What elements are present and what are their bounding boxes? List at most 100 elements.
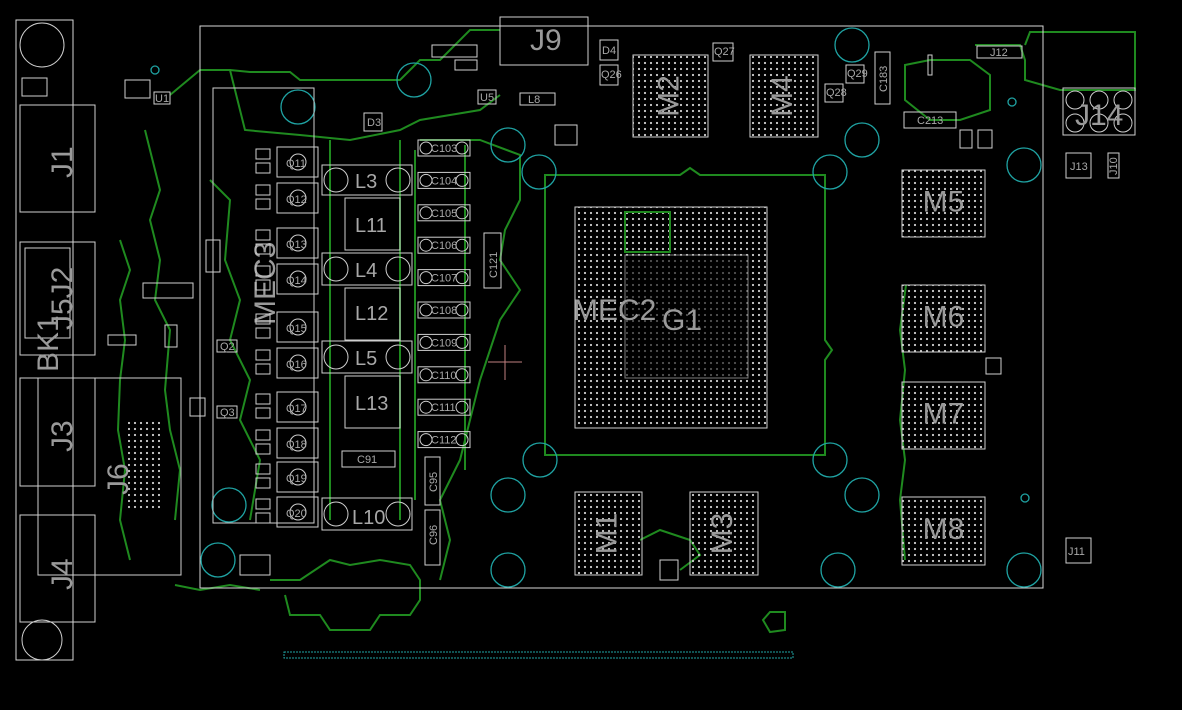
mosfet-label: Q17 xyxy=(286,403,307,415)
connector-j13[interactable]: J13 xyxy=(1065,152,1092,179)
origin-crosshair xyxy=(488,345,522,380)
c183-label: C183 xyxy=(878,66,890,92)
capacitor-c183[interactable]: C183 xyxy=(874,51,891,105)
gpu-g1[interactable]: MEC2 G1 xyxy=(573,206,768,429)
inductor-l13[interactable]: L13 xyxy=(344,375,401,429)
mosfet-q17[interactable]: Q17 xyxy=(255,391,319,423)
memory-chip-m6[interactable]: M6 xyxy=(901,284,986,353)
connector-j4[interactable]: J4 xyxy=(19,514,96,623)
j10-label: J10 xyxy=(1108,157,1120,175)
connector-j2-j5[interactable]: J5J2 xyxy=(19,241,96,356)
inductor-l5[interactable]: L5 xyxy=(321,340,413,374)
mosfet-q11[interactable]: Q11 xyxy=(255,146,319,178)
j3-label: J3 xyxy=(46,420,79,452)
memory-chip-m4[interactable]: M4 xyxy=(749,54,819,138)
mosfet-q20[interactable]: Q20 xyxy=(255,496,319,528)
capacitor-c213[interactable]: C213 xyxy=(903,111,957,129)
capacitor-c106[interactable]: C106 xyxy=(417,236,471,254)
l8-label: L8 xyxy=(528,94,540,106)
mosfet-q13[interactable]: Q13 xyxy=(255,227,319,259)
capacitor-c91[interactable]: C91 xyxy=(341,450,396,468)
l12-label: L12 xyxy=(355,303,388,325)
g1-label: G1 xyxy=(662,304,702,337)
memory-label: M1 xyxy=(590,513,623,555)
capacitor-c121[interactable]: C121 xyxy=(483,232,502,289)
inductor-l3[interactable]: L3 xyxy=(321,164,413,196)
u5-label: U5 xyxy=(480,92,494,104)
q29-label: Q29 xyxy=(847,68,868,80)
memory-label: M6 xyxy=(923,300,965,333)
small-parts: D3 D4 U5 Q26 Q27 Q28 Q29 Q2 Q3 U1 L8 xyxy=(21,39,1002,581)
capacitor-label: C109 xyxy=(431,337,457,349)
memory-chip-m7[interactable]: M7 xyxy=(901,381,986,450)
q3-label: Q3 xyxy=(220,407,235,419)
inductor-l4[interactable]: L4 xyxy=(321,252,413,286)
copper-traces xyxy=(116,29,1136,634)
capacitor-c96[interactable]: C96 xyxy=(424,509,441,566)
connector-j9[interactable]: J9 xyxy=(499,16,589,66)
j6-label: J6 xyxy=(102,463,135,495)
d4-label: D4 xyxy=(602,45,616,57)
l3-label: L3 xyxy=(355,171,377,193)
mosfet-q14[interactable]: Q14 xyxy=(255,263,319,295)
memory-chip-m1[interactable]: M1 xyxy=(574,491,643,576)
capacitor-c95[interactable]: C95 xyxy=(424,456,441,506)
memory-chip-m2[interactable]: M2 xyxy=(632,54,709,138)
capacitor-label: C103 xyxy=(431,143,457,155)
io-bracket xyxy=(15,19,74,661)
capacitor-c112[interactable]: C112 xyxy=(417,431,471,449)
mosfet-q18[interactable]: Q18 xyxy=(255,427,319,459)
connector-j12[interactable]: J12 xyxy=(976,45,1023,59)
capacitor-c108[interactable]: C108 xyxy=(417,301,471,319)
mosfet-q12[interactable]: Q12 xyxy=(255,182,319,214)
j4-label: J4 xyxy=(46,558,79,590)
capacitor-c104[interactable]: C104 xyxy=(417,171,471,189)
inductor-l10[interactable]: L10 xyxy=(321,497,413,531)
capacitor-c103[interactable]: C103 xyxy=(417,139,471,157)
memory-chip-m3[interactable]: M3 xyxy=(689,491,759,576)
l4-label: L4 xyxy=(355,260,377,282)
mosfet-q19[interactable]: Q19 xyxy=(255,461,319,493)
mosfet-label: Q19 xyxy=(286,473,307,485)
inductor-l12[interactable]: L12 xyxy=(344,287,401,341)
connector-j10[interactable]: J10 xyxy=(1107,152,1120,179)
capacitor-label: C104 xyxy=(431,175,457,187)
memory-chip-m8[interactable]: M8 xyxy=(901,496,986,566)
inductor-l11[interactable]: L11 xyxy=(344,197,401,251)
connector-j6[interactable]: J6 xyxy=(37,377,182,576)
capacitor-c109[interactable]: C109 xyxy=(417,333,471,351)
j12-label: J12 xyxy=(990,47,1008,59)
mosfet-label: Q18 xyxy=(286,439,307,451)
capacitor-c111[interactable]: C111 xyxy=(417,398,471,416)
connector-j1[interactable]: J1 xyxy=(19,104,96,213)
board-outline xyxy=(199,25,1044,589)
capacitor-c105[interactable]: C105 xyxy=(417,204,471,222)
bk1-label: BK1 xyxy=(32,315,65,372)
mosfet-label: Q15 xyxy=(286,323,307,335)
capacitor-label: C107 xyxy=(431,273,457,285)
memory-chip-m5[interactable]: M5 xyxy=(901,169,986,238)
j1-label: J1 xyxy=(46,146,79,178)
memory-label: M3 xyxy=(706,513,739,555)
l11-label: L11 xyxy=(355,215,387,237)
mosfet-label: Q11 xyxy=(286,158,306,170)
connector-j3[interactable]: J3 xyxy=(19,377,96,487)
memory-label: M8 xyxy=(923,513,965,546)
connector-j14[interactable]: J14 xyxy=(1062,87,1136,136)
c121-label: C121 xyxy=(488,252,500,278)
mosfet-q15[interactable]: Q15 xyxy=(255,311,319,343)
mosfet-q16[interactable]: Q16 xyxy=(255,347,319,379)
capacitor-label: C108 xyxy=(431,305,457,317)
connector-j11[interactable]: J11 xyxy=(1065,537,1092,564)
capacitor-c107[interactable]: C107 xyxy=(417,269,471,287)
j11-label: J11 xyxy=(1068,546,1085,558)
l10-label: L10 xyxy=(352,507,385,529)
q27-label: Q27 xyxy=(714,46,735,58)
d3-label: D3 xyxy=(367,117,381,129)
mosfet-label: Q12 xyxy=(286,194,307,206)
capacitor-c110[interactable]: C110 xyxy=(417,366,471,384)
